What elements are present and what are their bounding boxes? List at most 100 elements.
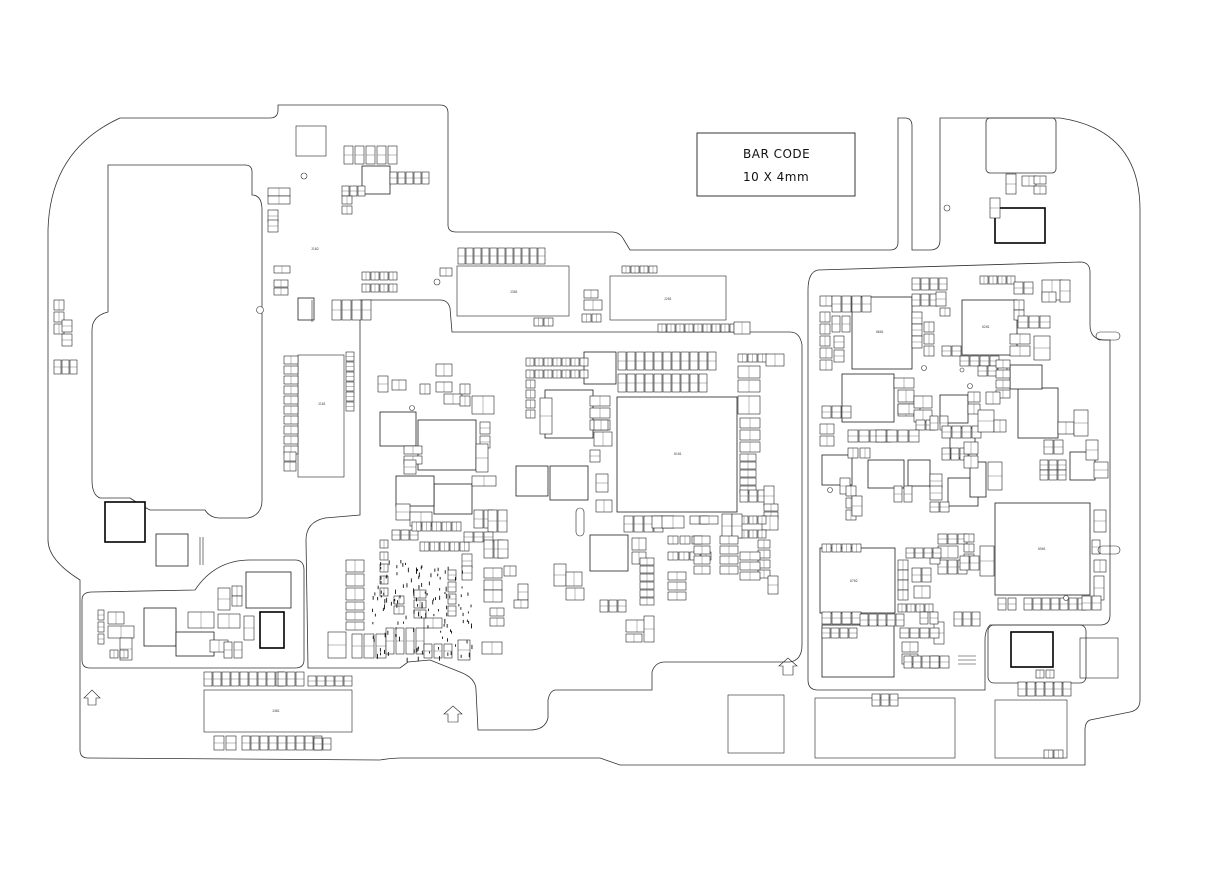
smd-part [841,611,852,625]
smd-part [267,195,291,205]
smd-part [295,671,305,687]
via-dot [444,592,446,595]
smd-part [919,627,930,639]
smd-part [821,611,832,625]
smd-part [505,247,514,265]
smd-part [233,641,243,659]
smd-part [921,655,931,669]
smd-part [525,357,535,367]
smd-part [525,389,536,399]
smd-part [897,603,907,613]
smd-part [920,293,930,307]
smd-part [517,583,529,601]
smd-part [748,529,758,539]
smd-part [839,627,849,639]
smd-part [707,351,717,371]
smd-part [617,351,627,371]
smd-part [259,735,269,751]
smd-part [693,323,703,333]
smd-part [859,613,869,627]
smd-part [273,279,289,288]
smd-part [552,369,562,379]
via-dot [387,652,389,656]
smd-part [345,361,355,372]
via-dot [445,586,447,592]
pa-module-chip: U702 [819,547,896,614]
smd-part [403,459,417,475]
smd-part [451,521,462,532]
smd-part [361,283,371,293]
via-dot [377,585,379,590]
smd-part [737,395,761,415]
smd-part [107,611,125,625]
smd-part [1009,333,1031,345]
smd-part [295,735,305,751]
smd-part [911,335,923,349]
smd-part [187,611,215,629]
via-dot [413,609,415,614]
via-dot [433,614,435,617]
smd-part [923,547,933,559]
via-dot [439,588,441,591]
via-dot [396,565,398,569]
smd-part [977,365,988,377]
smd-part [639,589,655,598]
smd-part [351,299,362,321]
smd-part [901,641,919,653]
smd-part [379,271,389,281]
smd-part [341,205,353,215]
smd-part [243,615,255,641]
via-dot [471,644,473,650]
smd-part [331,299,342,321]
smd-part [666,323,676,333]
smd-part [1041,291,1057,303]
smd-part [223,641,233,659]
via-dot [437,567,439,572]
via-dot [460,594,462,598]
smd-part [388,271,398,281]
smd-part [405,171,414,185]
smd-part [481,641,503,655]
smd-part [680,373,690,393]
silkscreen-marks [199,300,1121,665]
smd-part [248,671,258,687]
smd-part [937,559,948,575]
via-dot [428,581,430,586]
smd-part [69,359,78,375]
smd-part [429,541,440,552]
smd-part [819,311,831,323]
smd-part [483,567,503,579]
smd-part [678,551,690,561]
via-dot [387,630,389,635]
via-dot [418,575,420,580]
smd-part [379,283,389,293]
smd-part [513,599,529,609]
smd-part [97,621,105,633]
smd-part [643,515,654,533]
smd-part [693,535,711,545]
smd-part [953,611,963,627]
board-outline [47,104,1141,766]
smd-part [465,247,474,265]
smd-part [1093,461,1109,479]
via-dot [447,566,449,570]
via-dot [394,599,396,602]
smd-part [847,429,859,443]
via-dot [417,647,419,651]
smd-part [923,345,935,357]
via-dot [400,560,402,564]
smd-part [995,359,1011,369]
smd-part [763,503,779,512]
smd-part [409,529,419,541]
smd-part [693,545,711,555]
smd-part [941,345,952,357]
smd-part [479,421,491,435]
smd-part [225,735,237,751]
smd-part [61,333,73,347]
smd-part [341,195,353,205]
via-dot [439,595,441,600]
smd-part [912,655,922,669]
via-dot [417,603,418,607]
smd-part [266,671,276,687]
smd-part [583,289,599,299]
